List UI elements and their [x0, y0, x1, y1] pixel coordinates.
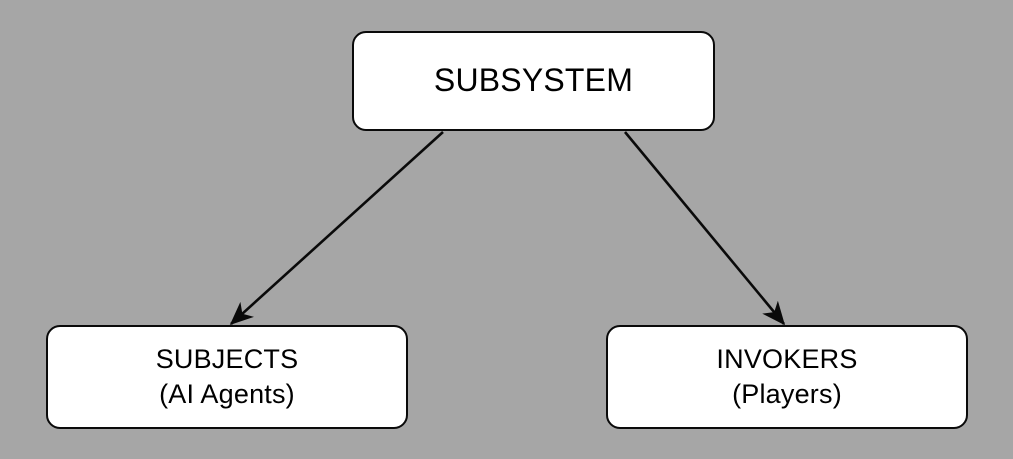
node-subsystem[interactable]: SUBSYSTEM	[352, 31, 715, 131]
edge-subsystem-to-invokers	[623, 131, 786, 326]
node-subjects-subtitle: (AI Agents)	[159, 379, 295, 409]
node-subjects[interactable]: SUBJECTS (AI Agents)	[46, 325, 408, 429]
node-invokers-subtitle: (Players)	[732, 379, 842, 409]
node-subsystem-title: SUBSYSTEM	[433, 62, 634, 99]
node-invokers-title: INVOKERS	[716, 343, 858, 374]
edge-subsystem-to-subjects	[229, 131, 444, 326]
node-subjects-title: SUBJECTS	[155, 343, 299, 374]
node-invokers[interactable]: INVOKERS (Players)	[606, 325, 968, 429]
